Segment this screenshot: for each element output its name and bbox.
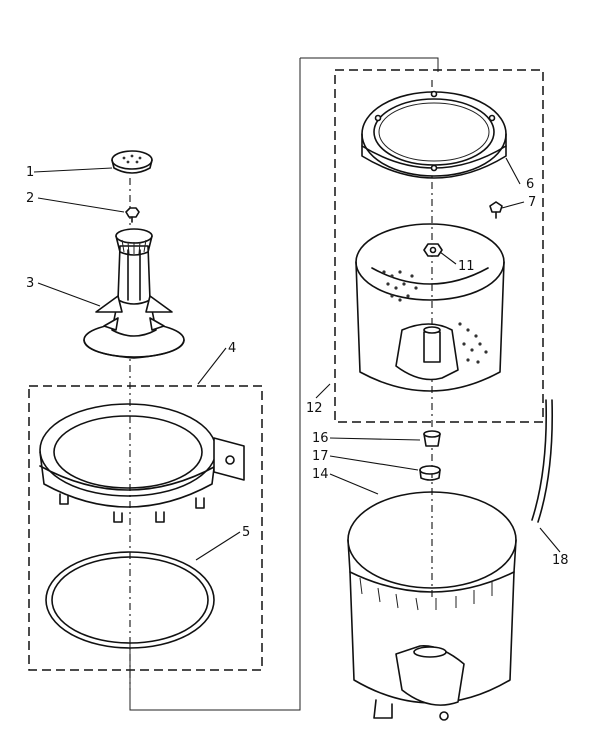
callout-12: 12 [306, 401, 323, 416]
part-spin-basket [355, 223, 505, 392]
callout-16: 16 [312, 431, 329, 446]
part-tub-ring [39, 403, 245, 523]
part-seal [419, 465, 441, 481]
part-bolt [125, 207, 140, 223]
part-screw [489, 201, 503, 219]
basket-perforations [382, 270, 488, 364]
callout-2: 2 [26, 191, 34, 206]
callout-4: 4 [228, 341, 236, 356]
part-hose [531, 399, 554, 523]
part-hub-nut [423, 243, 443, 257]
group-box-12 [334, 69, 544, 423]
part-cap [111, 150, 153, 174]
callout-3: 3 [26, 276, 34, 291]
callout-18: 18 [552, 553, 569, 568]
callout-1: 1 [26, 165, 34, 180]
callout-14: 14 [312, 467, 329, 482]
part-seal-ring [45, 551, 215, 649]
callout-6: 6 [526, 177, 534, 192]
part-coupling [423, 430, 441, 447]
part-outer-tub [347, 491, 517, 721]
callout-5: 5 [242, 525, 250, 540]
part-agitator [83, 228, 185, 359]
group-box-4 [28, 385, 263, 671]
callout-7: 7 [528, 195, 536, 210]
leader-lines [33, 157, 561, 561]
part-balance-ring [361, 90, 507, 179]
callout-17: 17 [312, 449, 329, 464]
callout-11: 11 [458, 259, 475, 274]
